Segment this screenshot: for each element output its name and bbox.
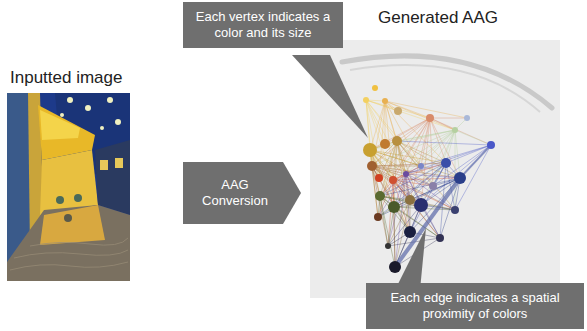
graph-vertex <box>388 201 400 213</box>
graph-vertex <box>382 98 388 104</box>
graph-edge <box>421 178 460 205</box>
graph-vertex <box>487 141 495 149</box>
aag-graph <box>363 85 495 273</box>
graph-vertex <box>414 198 428 212</box>
graph-edge <box>385 101 455 130</box>
graph-vertex <box>452 127 458 133</box>
graph-edge <box>395 178 460 267</box>
graph-edge <box>406 130 455 174</box>
graph-vertex <box>404 226 416 238</box>
graph-edge <box>446 145 491 163</box>
callout-pointer <box>395 228 426 290</box>
callout-box: Each edge indicates a spatial proximity … <box>366 283 584 329</box>
graph-vertex <box>363 97 369 103</box>
graph-vertex <box>441 158 451 168</box>
arrow-shape <box>183 162 301 224</box>
graph-edge <box>455 145 491 210</box>
callout-box: Each vertex indicates a color and its si… <box>183 2 343 48</box>
graph-vertex <box>363 143 377 157</box>
panel-heading: Generated AAG <box>378 8 498 28</box>
graph-vertex <box>389 176 397 184</box>
graph-edge <box>385 118 430 144</box>
graph-vertex <box>389 261 401 273</box>
graph-vertex <box>454 172 466 184</box>
graph-edge <box>397 141 491 145</box>
graph-vertex <box>451 206 459 214</box>
graph-edge <box>433 145 491 186</box>
graph-vertex <box>403 171 409 177</box>
graph-vertex <box>372 85 378 91</box>
graph-edge <box>455 130 460 178</box>
arc-inner <box>350 65 540 112</box>
callout-pointer <box>292 55 368 138</box>
graph-vertex <box>392 136 402 146</box>
node-text: Each vertex indicates a color and its si… <box>191 9 335 41</box>
graph-edge <box>421 163 446 205</box>
node-text: Each edge indicates a spatial proximity … <box>374 290 576 322</box>
graph-vertex <box>394 107 402 115</box>
graph-vertex <box>429 182 437 190</box>
graph-edge <box>460 145 491 178</box>
graph-edge <box>397 141 460 178</box>
graph-vertex <box>375 174 383 182</box>
input-painting <box>7 93 130 281</box>
graph-vertex <box>426 114 434 122</box>
process-arrow: AAG Conversion <box>183 162 301 224</box>
graph-vertex <box>374 213 382 221</box>
graph-vertex <box>380 139 390 149</box>
graph-panel <box>310 40 560 298</box>
graph-edge <box>372 101 385 166</box>
graph-edge <box>372 163 446 166</box>
graph-edge <box>379 130 455 178</box>
graph-edge <box>385 101 467 118</box>
graph-edge <box>455 130 491 145</box>
graph-edge <box>430 118 467 119</box>
node-text: AAG Conversion <box>193 177 277 209</box>
graph-vertex <box>375 191 385 201</box>
graph-vertex <box>418 163 424 169</box>
graph-edge <box>430 118 491 145</box>
graph-vertex <box>464 115 470 121</box>
graph-vertex <box>367 161 377 171</box>
graph-edge <box>385 101 406 174</box>
graph-vertex <box>405 195 415 205</box>
graph-vertex <box>436 234 444 242</box>
graph-edge <box>372 166 410 232</box>
graph-vertex <box>385 243 391 249</box>
panel-heading: Inputted image <box>10 68 122 88</box>
graph-edge <box>410 163 446 200</box>
arc <box>342 56 552 108</box>
